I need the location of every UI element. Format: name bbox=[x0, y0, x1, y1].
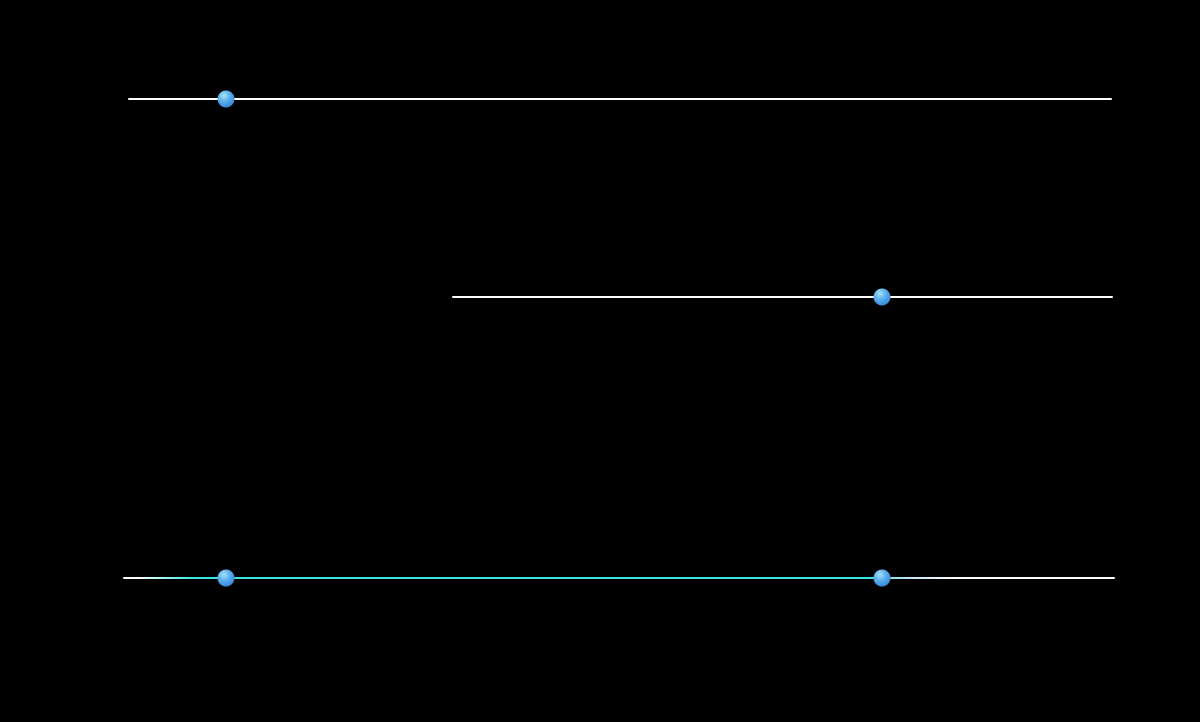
slider-top-handle[interactable] bbox=[217, 90, 235, 108]
slider-top-track[interactable] bbox=[128, 98, 1112, 100]
slider-range-handle[interactable] bbox=[217, 569, 235, 587]
slider-middle-handle[interactable] bbox=[873, 288, 891, 306]
slider-middle-track[interactable] bbox=[452, 296, 1113, 298]
slider-range-track[interactable] bbox=[123, 577, 1115, 579]
slider-range-handle[interactable] bbox=[873, 569, 891, 587]
